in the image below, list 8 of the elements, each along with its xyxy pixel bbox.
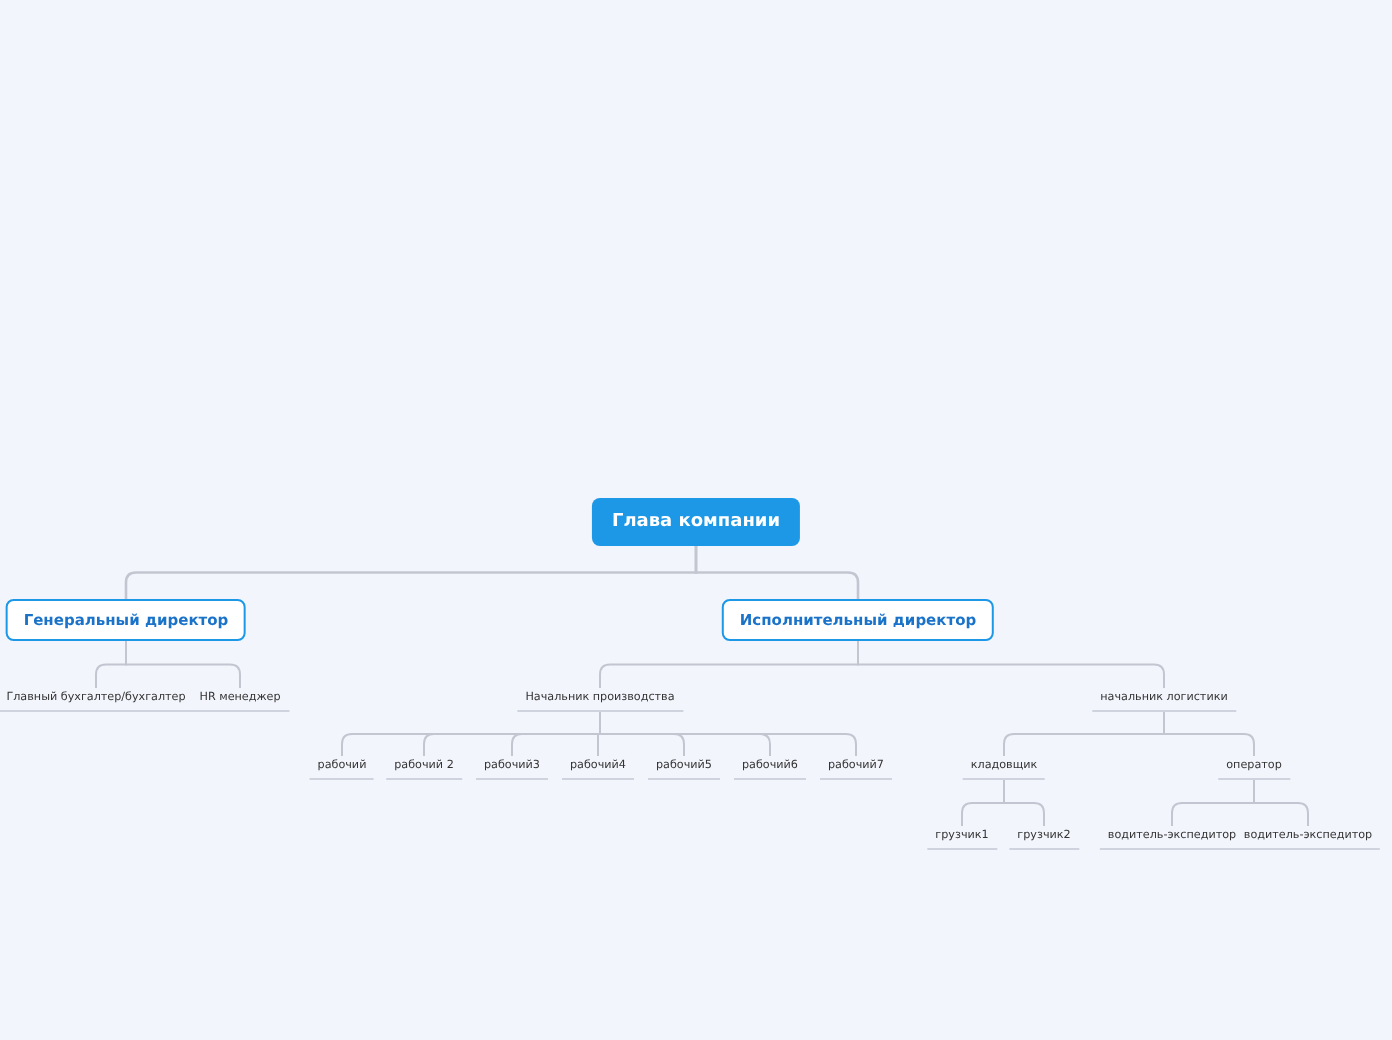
connector-line	[599, 711, 857, 757]
connector-line	[1003, 779, 1045, 827]
connector-line	[857, 640, 1165, 689]
connector-line	[1163, 711, 1255, 757]
root-node-box: Глава компании	[591, 498, 801, 546]
connector-line	[694, 546, 860, 599]
connector-line	[1253, 779, 1309, 827]
connector-line	[125, 640, 241, 689]
